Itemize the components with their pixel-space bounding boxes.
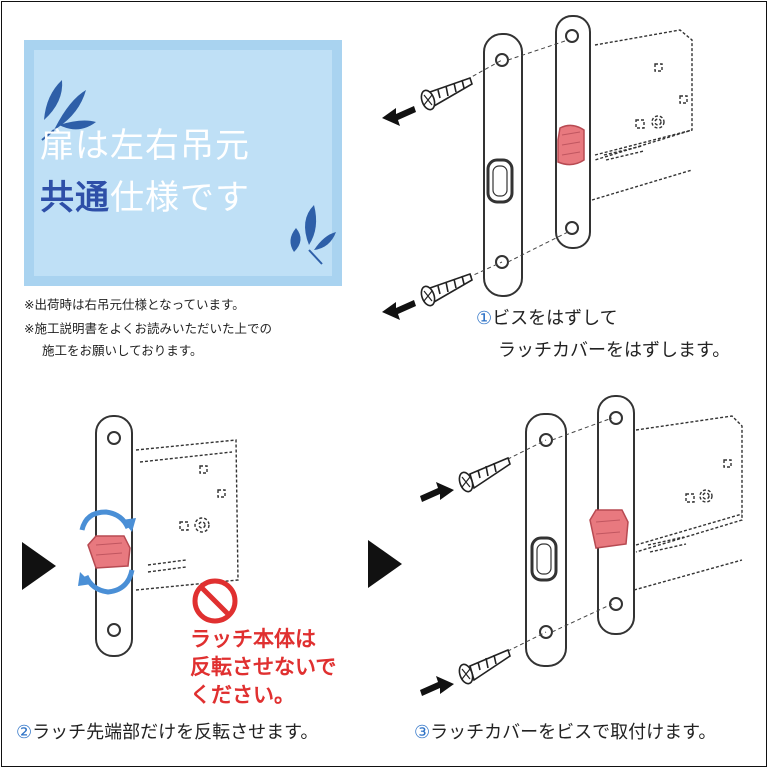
step3-number: ③: [414, 722, 430, 743]
screw-icon: [457, 650, 510, 685]
latch-pink: [590, 510, 628, 548]
arrow-right-icon: [420, 482, 454, 696]
step3-caption: ③ラッチカバーをビスで取付けます。: [414, 718, 716, 744]
step3-text: ラッチカバーをビスで取付けます。: [430, 722, 716, 743]
screw-icon: [457, 458, 510, 493]
lock-body: [634, 416, 742, 590]
